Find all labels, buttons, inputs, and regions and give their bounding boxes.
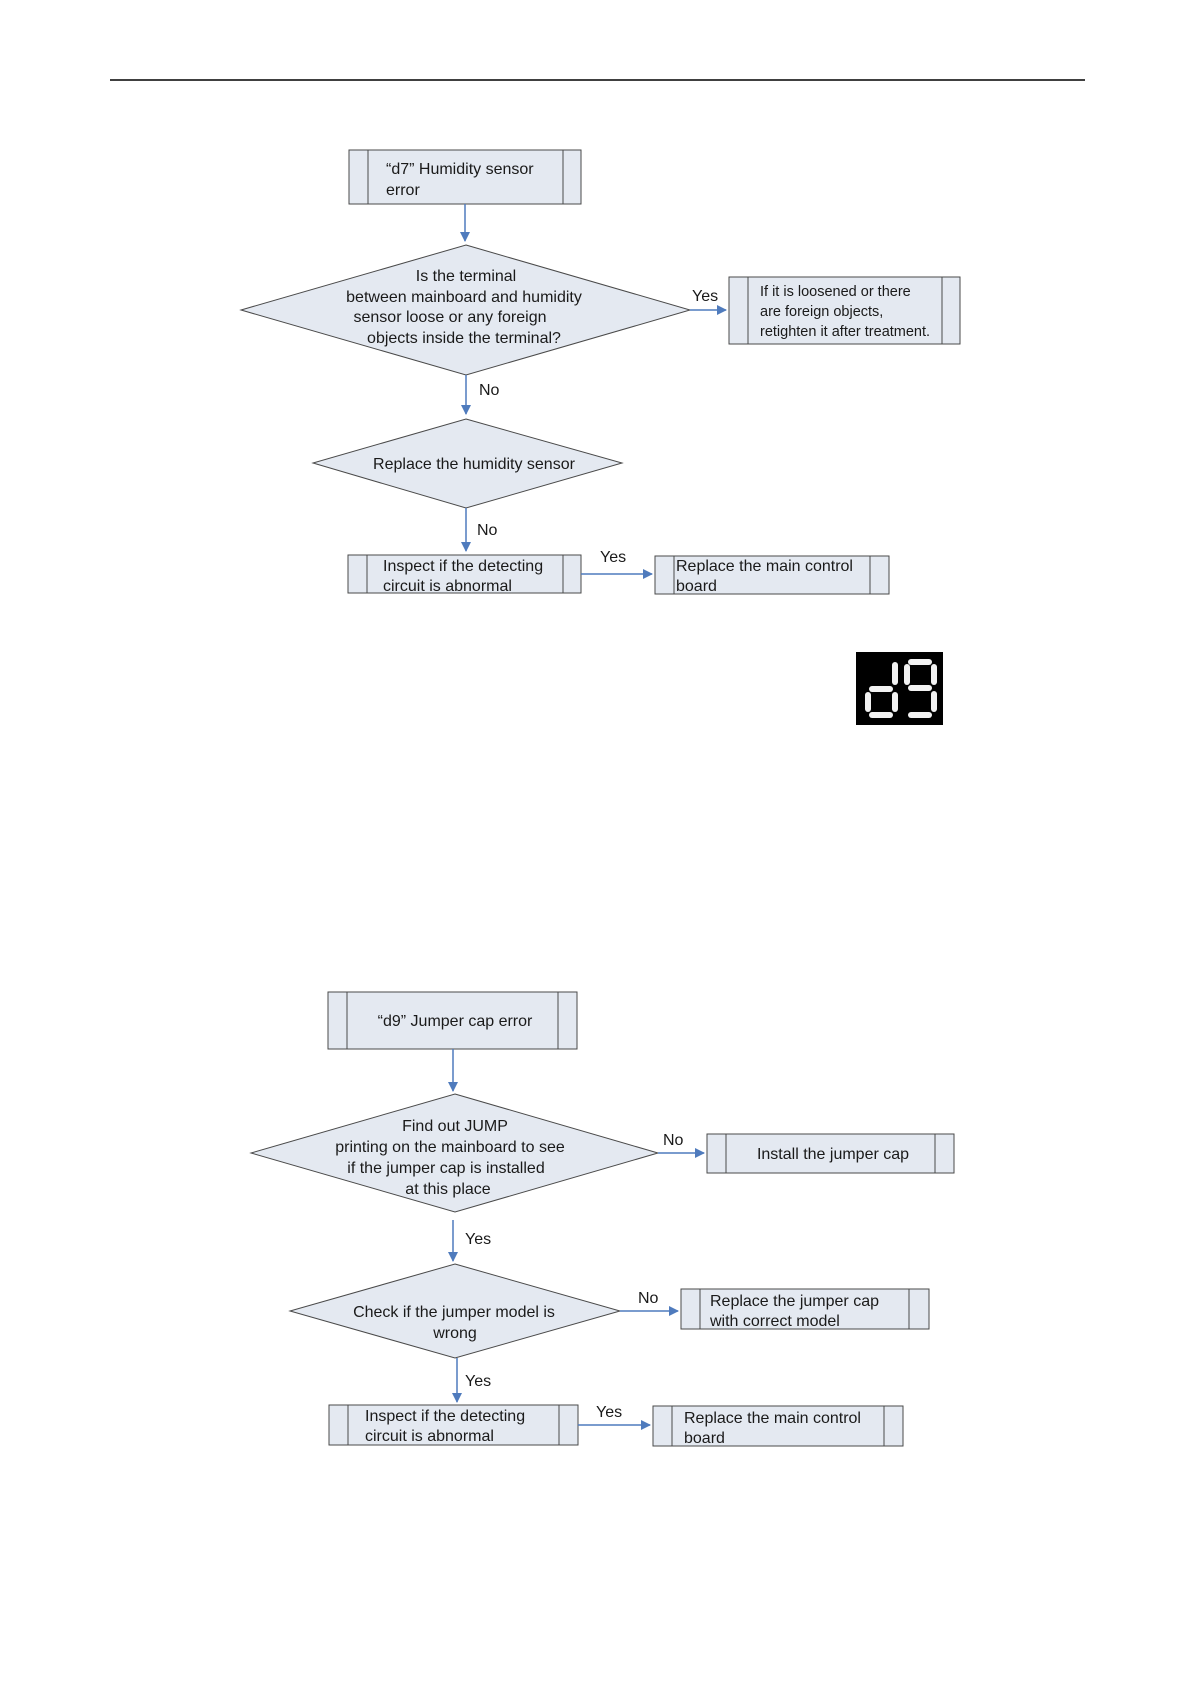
d7-q1-line-3: sensor loose or any foreign (354, 309, 547, 326)
d9-replace-board-box: Replace the main control board (652, 1405, 904, 1447)
d9-start-line-1: “d9” Jumper cap error (378, 1013, 533, 1030)
d7-start-box: “d7” Humidity sensor error (348, 149, 582, 205)
d9-q2-line-1: Check if the jumper model is (353, 1304, 555, 1321)
seven-segment-display-icon (856, 652, 943, 725)
d9-q1-no-label: No (663, 1132, 684, 1149)
d7-q1-diamond: Is the terminal between mainboard and hu… (239, 244, 692, 376)
d7-q1-line-4: objects inside the terminal? (367, 330, 561, 347)
d9-q2-yes-label: Yes (465, 1373, 491, 1390)
d7-replace-board-line-1: Replace the main control (676, 558, 853, 575)
d9-q1-line-2: printing on the mainboard to see (335, 1139, 565, 1156)
d7-q1-line-2: between mainboard and humidity (346, 289, 582, 306)
d7-inspect-box: Inspect if the detecting circuit is abno… (347, 554, 582, 595)
d7-yes-box-line-2: are foreign objects, (760, 304, 883, 320)
d7-q1-line-1: Is the terminal (416, 268, 516, 285)
d9-q2-diamond: Check if the jumper model is wrong (288, 1263, 622, 1359)
d7-inspect-yes-label: Yes (600, 549, 626, 566)
d7-q1-no-label: No (479, 382, 500, 399)
d9-q1-line-4: at this place (405, 1181, 490, 1198)
d7-start-line-2: error (386, 182, 420, 199)
d9-replace-cap-line-2: with correct model (709, 1313, 840, 1330)
d9-q1-line-1: Find out JUMP (402, 1118, 508, 1135)
d9-inspect-box: Inspect if the detecting circuit is abno… (328, 1404, 579, 1446)
d9-q1-line-3: if the jumper cap is installed (347, 1160, 544, 1177)
d7-q2-no-label: No (477, 522, 498, 539)
d7-q2-line-1: Replace the humidity sensor (373, 456, 576, 473)
d9-install-box: Install the jumper cap (706, 1133, 955, 1174)
d9-start-box: “d9” Jumper cap error (327, 991, 578, 1050)
d9-replace-cap-line-1: Replace the jumper cap (710, 1293, 879, 1310)
d7-yes-box: If it is loosened or there are foreign o… (728, 276, 961, 345)
d9-replace-board-line-2: board (684, 1430, 725, 1447)
d9-q2-line-2: wrong (432, 1325, 477, 1342)
d7-q1-yes-label: Yes (692, 288, 718, 305)
d7-inspect-line-1: Inspect if the detecting (383, 558, 543, 575)
d9-q1-diamond: Find out JUMP printing on the mainboard … (249, 1093, 660, 1213)
d7-yes-box-line-3: retighten it after treatment. (760, 324, 930, 340)
d7-yes-box-line-1: If it is loosened or there (760, 284, 911, 300)
d7-replace-board-box: Replace the main control board (654, 555, 890, 595)
d9-replace-cap-box: Replace the jumper cap with correct mode… (680, 1288, 930, 1330)
d9-q1-yes-label: Yes (465, 1231, 491, 1248)
d9-install-line-1: Install the jumper cap (757, 1146, 909, 1163)
d7-q2-diamond: Replace the humidity sensor (311, 418, 624, 509)
d9-q2-no-label: No (638, 1290, 659, 1307)
flow-d9: “d9” Jumper cap error Find out JUMP prin… (249, 991, 955, 1447)
d7-replace-board-line-2: board (676, 578, 717, 595)
d7-start-line-1: “d7” Humidity sensor (386, 161, 534, 178)
d9-inspect-line-2: circuit is abnormal (365, 1428, 494, 1445)
d9-inspect-line-1: Inspect if the detecting (365, 1408, 525, 1425)
d9-replace-board-line-1: Replace the main control (684, 1410, 861, 1427)
d7-inspect-line-2: circuit is abnormal (383, 578, 512, 595)
flow-d7: “d7” Humidity sensor error Is the termin… (239, 149, 961, 595)
d9-inspect-yes-label: Yes (596, 1404, 622, 1421)
